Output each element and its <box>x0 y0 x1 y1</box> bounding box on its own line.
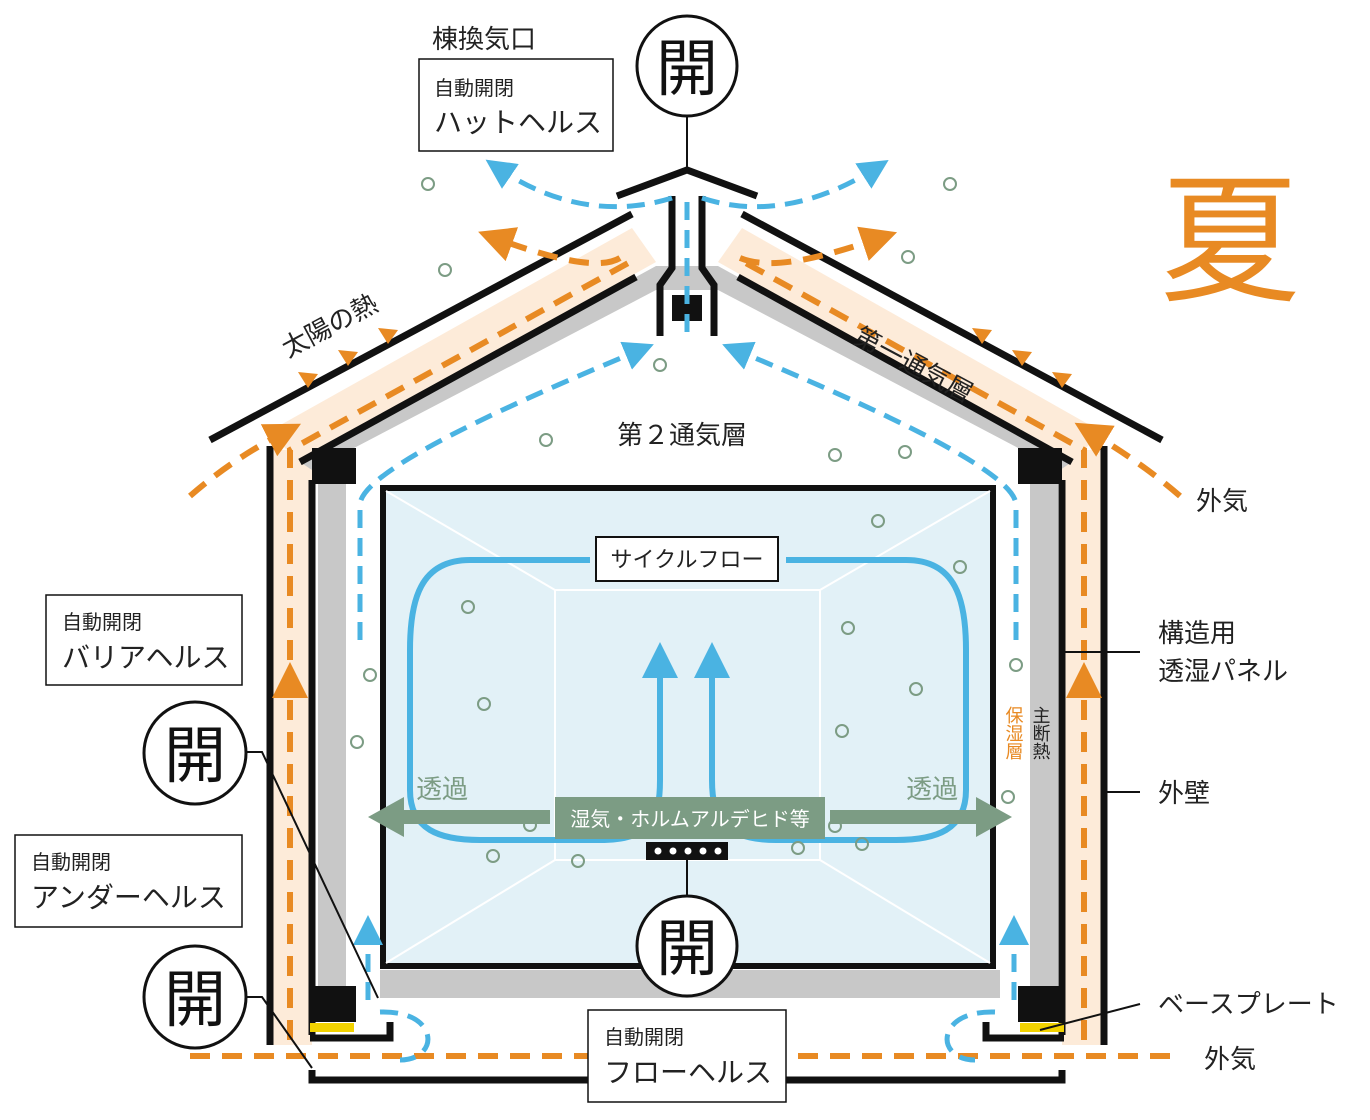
flow-health-callout: 自動開閉 フローヘルス <box>587 1009 787 1103</box>
permeation-arrows <box>368 797 1012 837</box>
base-sill-left <box>312 986 356 1022</box>
barrier-health-callout: 自動開閉 バリアヘルス <box>45 594 243 686</box>
permeation-left-label: 透過 <box>416 775 468 805</box>
base-plate-right <box>1020 1023 1064 1032</box>
cycle-flow-box: サイクルフロー <box>595 536 779 582</box>
moisture-layer-label: 保湿層 <box>1003 706 1024 760</box>
under-health-callout: 自動開閉 アンダーヘルス <box>14 834 243 928</box>
top-sill-left <box>312 448 356 484</box>
barrier-health-name: バリアヘルス <box>62 641 229 674</box>
second-vent-layer-label: 第２通気層 <box>617 421 747 451</box>
season-label: 夏 <box>1160 161 1300 324</box>
under-health-mode: 自動開閉 <box>31 850 111 874</box>
hat-health-open-badge: 開 <box>635 14 739 118</box>
structural-panel-label-line1: 構造用 <box>1158 619 1236 649</box>
flow-health-mode: 自動開閉 <box>604 1025 684 1049</box>
permeation-right-label: 透過 <box>906 775 958 805</box>
ridge-vent-label: 棟換気口 <box>432 25 536 55</box>
barrier-health-open-badge: 開 <box>142 700 248 806</box>
main-insulation-label: 主断熱 <box>1030 706 1051 760</box>
outside-air-top-label: 外気 <box>1196 487 1248 517</box>
flow-health-state: 開 <box>656 912 718 985</box>
barrier-health-mode: 自動開閉 <box>62 610 142 634</box>
hat-health-callout: 自動開閉 ハットヘルス <box>418 58 614 152</box>
humidity-substances-label: 湿気・ホルムアルデヒド等 <box>570 807 809 831</box>
humidity-substances-box: 湿気・ホルムアルデヒド等 <box>555 797 825 839</box>
hat-health-state: 開 <box>656 32 718 105</box>
base-plate-left <box>310 1023 354 1032</box>
barrier-health-state: 開 <box>164 719 226 792</box>
hat-health-name: ハットヘルス <box>434 106 602 139</box>
sun-heat-arrows <box>298 328 1072 388</box>
base-sill-right <box>1018 986 1062 1022</box>
structural-panel-label-line2: 透湿パネル <box>1158 657 1288 687</box>
hat-health-mode: 自動開閉 <box>434 76 514 100</box>
particles <box>350 177 1023 868</box>
outside-air-bottom-label: 外気 <box>1204 1045 1256 1075</box>
leader-lines <box>245 651 1141 1069</box>
flow-health-name: フローヘルス <box>604 1056 772 1089</box>
under-health-state: 開 <box>164 963 226 1036</box>
flow-health-open-badge: 開 <box>635 894 739 998</box>
under-health-name: アンダーヘルス <box>31 881 226 914</box>
top-sill-right <box>1018 448 1062 484</box>
cycle-flow-label: サイクルフロー <box>611 548 764 573</box>
flow-health-vent-holes <box>654 847 722 855</box>
outer-wall-label: 外壁 <box>1158 779 1210 809</box>
under-health-open-badge: 開 <box>142 944 248 1050</box>
blue-airflow <box>353 159 1029 1063</box>
base-plate-label: ベースプレート <box>1158 990 1339 1020</box>
